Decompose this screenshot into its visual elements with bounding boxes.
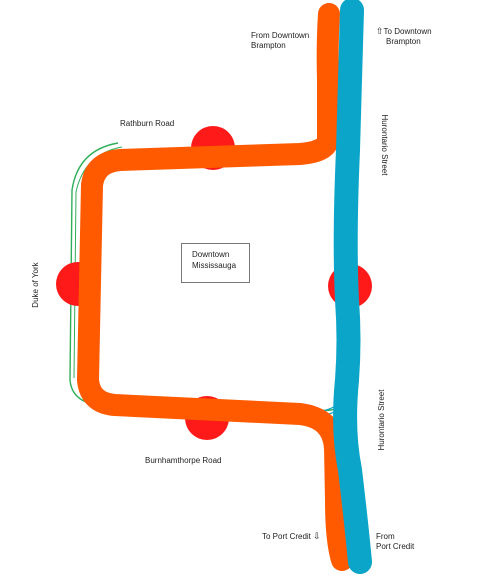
- down-arrow-icon: ⇩: [313, 532, 321, 542]
- label-to-downtown-brampton: ⇧To Downtown Brampton: [376, 27, 432, 46]
- label-from-downtown-brampton: From Downtown Brampton: [251, 31, 310, 50]
- label-burnhamthorpe-road: Burnhamthorpe Road: [145, 456, 222, 465]
- downtown-mississauga-box: Downtown Mississauga: [181, 243, 250, 283]
- green-road-outline: [69, 142, 346, 412]
- up-arrow-icon: ⇧: [376, 27, 384, 37]
- label-duke-of-york: Duke of York: [31, 262, 40, 308]
- orange-route: [77, 3, 353, 571]
- label-hurontario-street-bottom: Hurontario Street: [377, 389, 386, 451]
- label-to-port-credit: To Port Credit ⇩: [262, 532, 321, 542]
- blue-route: [333, 0, 372, 574]
- label-hurontario-street-top: Hurontario Street: [380, 114, 389, 176]
- label-from-port-credit: From Port Credit: [376, 532, 415, 551]
- label-rathburn-road: Rathburn Road: [120, 119, 175, 128]
